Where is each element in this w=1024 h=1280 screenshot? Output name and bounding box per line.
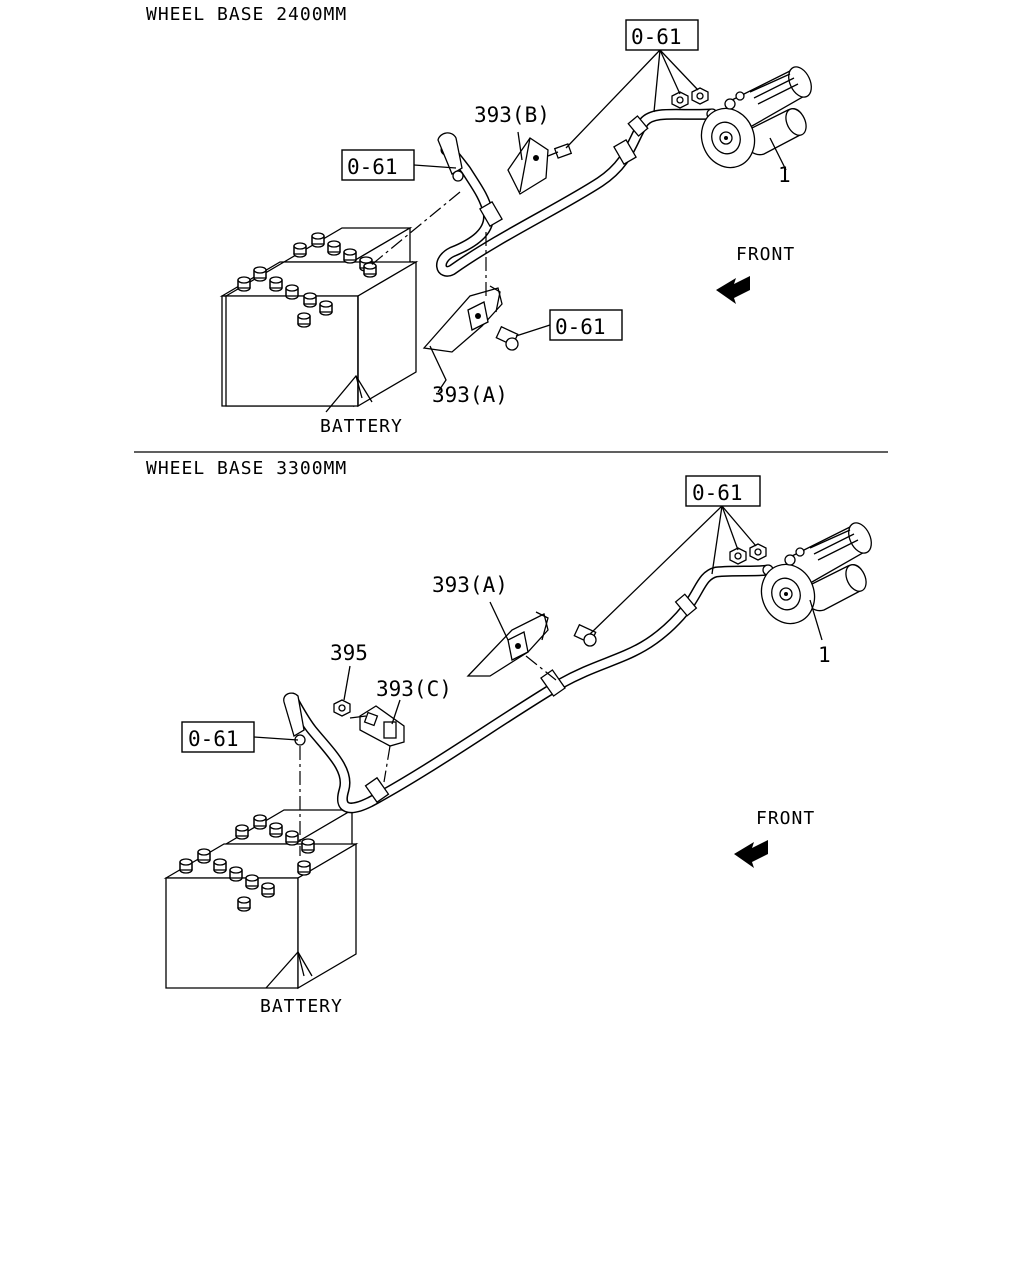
- svg-text:0-61: 0-61: [631, 25, 682, 49]
- bottom-nut-label: 395: [330, 641, 368, 665]
- svg-text:0-61: 0-61: [692, 481, 743, 505]
- bottom-starter-cable: [283, 564, 774, 814]
- top-bracket-b: 393(B): [474, 103, 573, 195]
- bottom-starter-label: 1: [818, 643, 831, 667]
- bottom-nut: [729, 543, 767, 565]
- top-bracket-bolt: [495, 325, 519, 351]
- bottom-battery-pair: BATTERY: [163, 808, 359, 1017]
- svg-text:FRONT: FRONT: [756, 808, 815, 829]
- top-bracket-b-label: 393(B): [474, 103, 550, 127]
- top-section: WHEEL BASE 2400MM: [146, 4, 817, 437]
- bottom-ref-battery: 0-61: [181, 721, 301, 856]
- bottom-bracket-c-label: 393(C): [376, 677, 452, 701]
- svg-text:0-61: 0-61: [347, 155, 398, 179]
- bottom-bolt: [573, 623, 597, 647]
- top-front-indicator: FRONT: [716, 244, 795, 304]
- bottom-nut-395: 395: [330, 641, 368, 717]
- bottom-ref-starter: 0-61: [589, 475, 761, 635]
- top-ref-battery: 0-61: [341, 149, 457, 181]
- front-arrow-icon: [734, 840, 768, 868]
- svg-text:0-61: 0-61: [188, 727, 239, 751]
- svg-text:0-61: 0-61: [555, 315, 606, 339]
- bottom-section-title: WHEEL BASE 3300MM: [146, 458, 347, 479]
- front-arrow-icon: [716, 276, 750, 304]
- bottom-battery-label: BATTERY: [260, 996, 343, 1017]
- svg-text:FRONT: FRONT: [736, 244, 795, 265]
- top-battery-label: BATTERY: [320, 416, 403, 437]
- bottom-bracket-a-label: 393(A): [432, 573, 508, 597]
- bottom-front-indicator: FRONT: [734, 808, 815, 868]
- top-nut: [671, 87, 709, 109]
- top-starter-motor: [692, 62, 817, 176]
- top-section-title: WHEEL BASE 2400MM: [146, 4, 347, 25]
- top-ref-starter: 0-61: [565, 19, 699, 149]
- top-starter-cable: [436, 108, 718, 277]
- top-starter-label: 1: [778, 163, 791, 187]
- bottom-section: WHEEL BASE 3300MM BATTERY: [146, 458, 877, 1017]
- top-battery-pair: BATTERY: [221, 226, 419, 437]
- bottom-bracket-c: 393(C): [349, 677, 452, 783]
- bottom-bracket-a: 393(A): [432, 573, 597, 681]
- top-ref-bracket: 0-61: [515, 309, 623, 341]
- top-bracket-a: 393(A): [369, 191, 519, 407]
- top-bracket-a-label: 393(A): [432, 383, 508, 407]
